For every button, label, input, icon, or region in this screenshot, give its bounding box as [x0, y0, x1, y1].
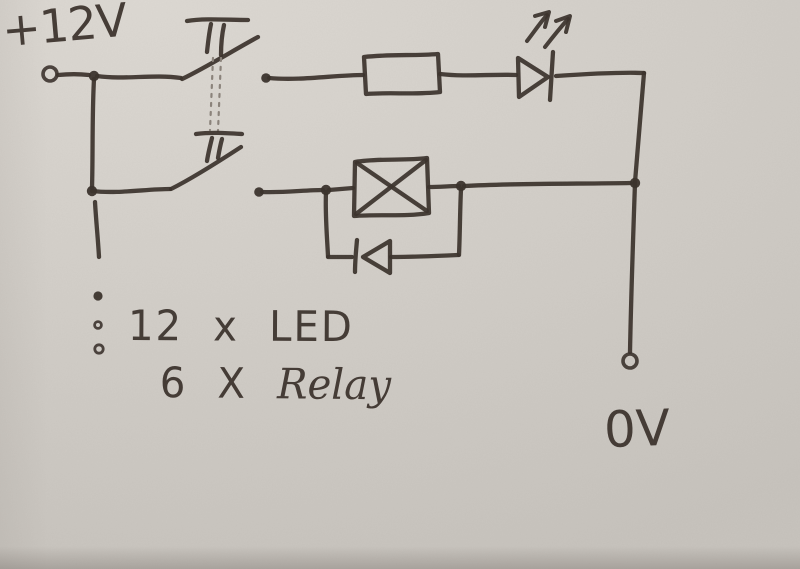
- note-relay-count-number: 6 X: [159, 358, 248, 408]
- ground-voltage-label: 0V: [603, 398, 672, 460]
- note-led-count: 12 x LED: [128, 301, 354, 352]
- note-led-word: LED: [268, 301, 354, 352]
- supply-voltage-label: +12V: [0, 0, 129, 58]
- note-relay-count: 6 X Relay: [160, 358, 392, 410]
- note-relay-word: Relay: [276, 359, 392, 410]
- note-led-count-number: 12 x: [127, 301, 240, 351]
